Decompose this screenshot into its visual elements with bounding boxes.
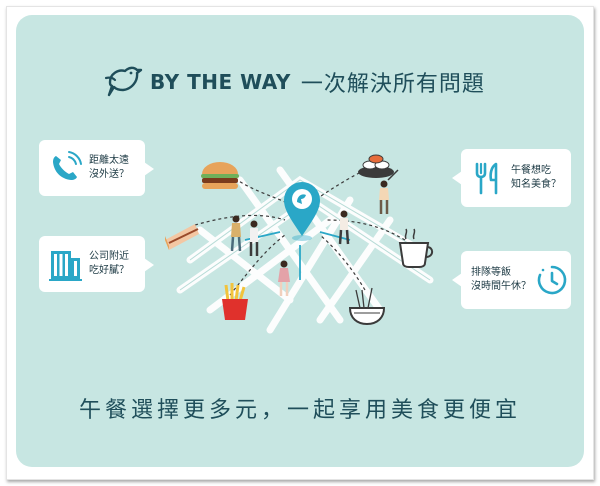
noodle-bowl-icon	[348, 287, 386, 326]
bubble-queue: 排隊等飯 沒時間午休？	[452, 251, 571, 309]
cake-icon	[165, 224, 199, 250]
bubble-office-line-2: 吃好膩？	[89, 265, 129, 276]
bubble-queue-line-2: 沒時間午休？	[471, 281, 531, 292]
brand-tagline: 一次解決所有問題	[300, 72, 485, 97]
bubble-office: 公司附近 吃好膩？	[39, 236, 154, 292]
person-figures	[230, 180, 389, 296]
fork-knife-icon	[475, 162, 498, 195]
bubble-tail	[452, 273, 462, 287]
bubble-phone-line-1: 距離太遠	[89, 155, 129, 166]
sushi-icon	[358, 154, 399, 181]
bubble-queue-line-1: 排隊等飯	[471, 267, 511, 278]
clock-icon	[537, 265, 567, 295]
brand-header: BY THE WAY 一次解決所有問題	[104, 62, 485, 102]
bubble-office-line-1: 公司附近	[89, 251, 129, 262]
location-pin-icon	[284, 182, 320, 241]
bubble-phone: 距離太遠 沒外送？	[39, 140, 154, 196]
slogan: 午餐選擇更多元，一起享用美食更便宜	[78, 398, 521, 423]
coffee-icon	[398, 228, 434, 268]
bubble-food: 午餐想吃 知名美食？	[452, 149, 571, 207]
city-map-illustration	[165, 154, 434, 334]
hamburger-icon	[201, 162, 239, 189]
bubble-food-line-1: 午餐想吃	[511, 165, 551, 176]
bird-icon	[104, 66, 143, 97]
bubble-tail	[144, 258, 154, 272]
building-icon	[49, 251, 82, 281]
bubble-tail	[452, 171, 462, 185]
brand-name: BY THE WAY	[150, 70, 291, 94]
bubble-tail	[144, 162, 154, 176]
fries-icon	[222, 283, 248, 320]
bubble-phone-line-2: 沒外送？	[89, 169, 129, 180]
bubble-food-line-2: 知名美食？	[511, 179, 561, 190]
phone-icon	[53, 151, 82, 180]
